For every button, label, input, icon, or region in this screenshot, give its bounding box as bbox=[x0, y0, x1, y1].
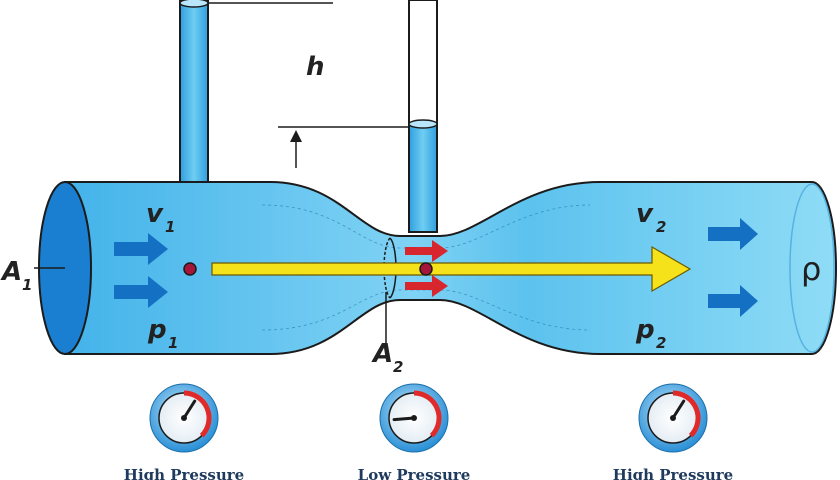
label-A1: A 1 bbox=[0, 257, 65, 294]
inlet-flow-arrows bbox=[114, 233, 168, 308]
right-tube-liquid bbox=[408, 123, 438, 233]
gauge-needle bbox=[392, 416, 416, 422]
gauge-label-right: High Pressure bbox=[613, 466, 733, 480]
outlet-flow-arrows bbox=[708, 218, 758, 317]
gauge-red-zone bbox=[672, 390, 701, 438]
arrow-right-icon bbox=[708, 218, 758, 250]
label-p1-sub: 1 bbox=[168, 334, 178, 352]
height-indicator: h bbox=[208, 2, 409, 168]
main-flow-arrow bbox=[211, 245, 692, 293]
gauge-red-zone bbox=[413, 390, 442, 438]
label-v1-main: v bbox=[146, 199, 164, 229]
arrow-right-icon bbox=[114, 233, 168, 265]
right-manometer-tube bbox=[408, 0, 438, 233]
arrow-right-icon bbox=[114, 276, 168, 308]
label-p2: p 2 bbox=[635, 315, 666, 352]
gauge-hub bbox=[411, 415, 417, 421]
pressure-gauge-left: High Pressure bbox=[124, 383, 244, 480]
right-tube-meniscus bbox=[408, 119, 438, 129]
main-flow-arrow-shape bbox=[211, 245, 692, 293]
gauge-hub bbox=[181, 415, 187, 421]
streamline-top bbox=[261, 204, 591, 249]
gauge-hub bbox=[670, 415, 676, 421]
label-p2-sub: 2 bbox=[656, 334, 666, 352]
particle-dot-icon bbox=[183, 262, 197, 276]
label-p2-main: p bbox=[635, 315, 655, 345]
label-rho: ρ bbox=[801, 250, 821, 288]
label-v1-sub: 1 bbox=[165, 218, 175, 236]
label-A1-main: A bbox=[0, 257, 22, 287]
arrow-right-icon bbox=[405, 240, 448, 262]
gauge-label-middle: Low Pressure bbox=[358, 466, 471, 480]
label-A2-sub: 2 bbox=[393, 358, 403, 376]
streamlines bbox=[261, 204, 591, 331]
gauge-red-zone bbox=[183, 390, 212, 438]
pressure-gauge-middle: Low Pressure bbox=[358, 383, 471, 480]
pressure-gauge-right: High Pressure bbox=[613, 383, 733, 480]
left-tube-meniscus bbox=[179, 0, 209, 8]
gauge-label-left: High Pressure bbox=[124, 466, 244, 480]
gauge-needle bbox=[182, 399, 197, 420]
label-v1: v 1 bbox=[146, 199, 175, 236]
height-label: h bbox=[306, 52, 325, 82]
throat-fast-arrows bbox=[405, 240, 448, 297]
label-A2: A 2 bbox=[371, 339, 403, 376]
label-v2-sub: 2 bbox=[656, 218, 666, 236]
left-tube-wall bbox=[179, 0, 209, 193]
height-arrow-head bbox=[290, 130, 302, 142]
arrow-right-icon bbox=[708, 285, 758, 317]
label-v2: v 2 bbox=[636, 199, 666, 236]
streamline-bottom bbox=[261, 289, 591, 331]
gauge-needle bbox=[671, 399, 686, 420]
label-v2-main: v bbox=[636, 199, 654, 229]
outlet-opening bbox=[789, 183, 835, 353]
left-manometer-tube bbox=[179, 0, 209, 193]
label-p1: p 1 bbox=[147, 315, 178, 352]
particle-dot-icon bbox=[419, 262, 433, 276]
label-p1-main: p bbox=[147, 315, 167, 345]
label-A2-main: A bbox=[371, 339, 393, 369]
label-A1-sub: 1 bbox=[22, 276, 32, 294]
arrow-right-icon bbox=[405, 275, 448, 297]
